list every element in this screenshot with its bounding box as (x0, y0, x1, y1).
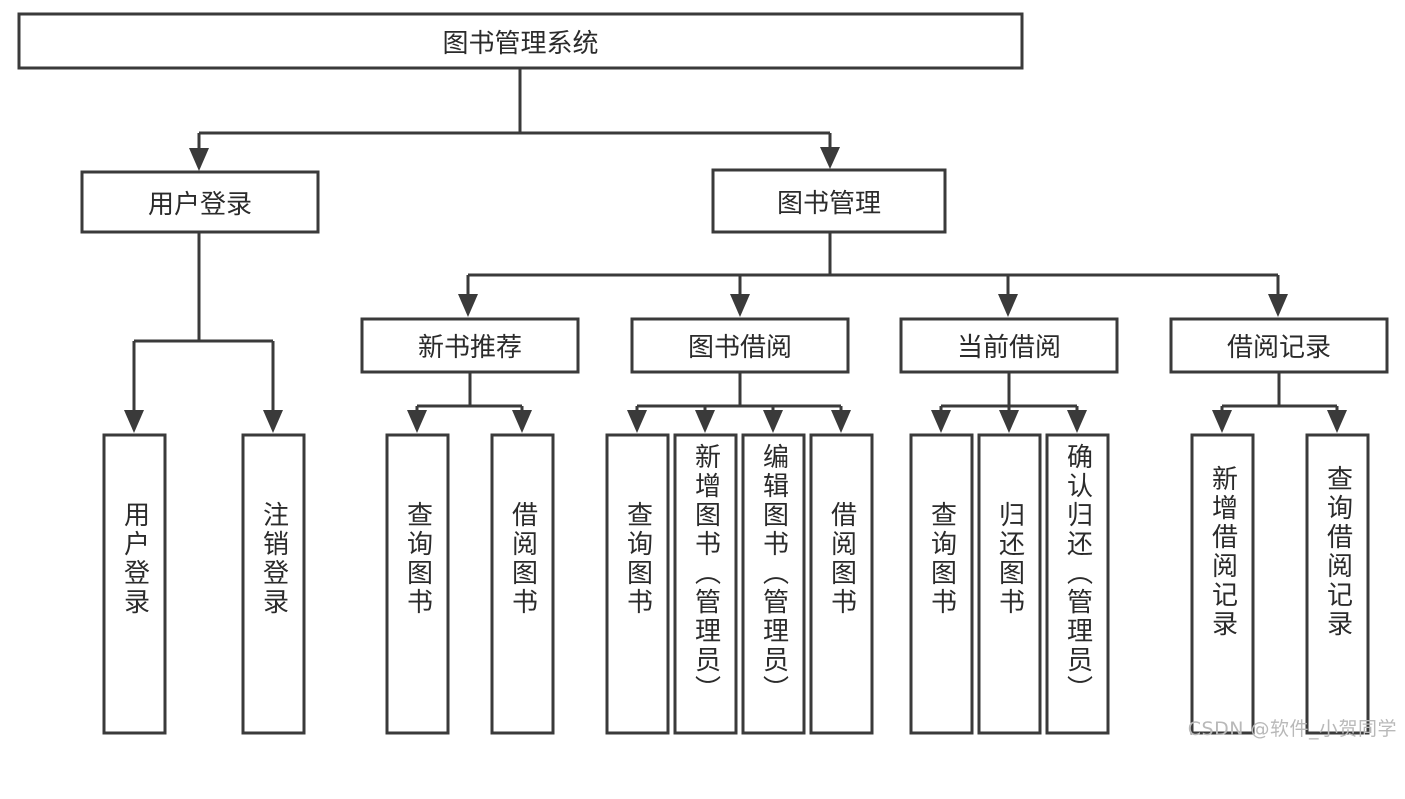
watermark: CSDN @软件_小贺同学 (1187, 718, 1397, 740)
node-box-leaf-query-book-1[interactable] (385, 433, 450, 735)
node-box-leaf-logout-login[interactable] (241, 433, 306, 735)
arrowhead-leaf-borrow-book-1 (512, 410, 532, 433)
arrowhead-leaf-borrow-book-2 (831, 410, 851, 433)
arrowhead-leaf-query-book-2 (627, 410, 647, 433)
node-box-root[interactable] (17, 12, 1024, 70)
node-box-leaf-user-login[interactable] (102, 433, 167, 735)
arrowhead-leaf-query-book-3 (931, 410, 951, 433)
hierarchy-svg (17, 12, 1389, 735)
connector-layer (124, 68, 1347, 433)
node-box-leaf-borrow-book-2[interactable] (809, 433, 874, 735)
arrowhead-leaf-user-login (124, 410, 144, 433)
node-box-book-manage[interactable] (711, 168, 947, 234)
node-box-leaf-add-record[interactable] (1190, 433, 1255, 735)
arrowhead-book-borrow (730, 294, 750, 317)
arrowhead-leaf-return-book (999, 410, 1019, 433)
arrowhead-leaf-add-book (695, 410, 715, 433)
node-box-leaf-borrow-book-1[interactable] (490, 433, 555, 735)
node-box-current-borrow[interactable] (899, 317, 1119, 374)
node-box-leaf-edit-book[interactable] (741, 433, 806, 735)
node-box-leaf-return-book[interactable] (977, 433, 1042, 735)
node-box-leaf-confirm-return[interactable] (1045, 433, 1110, 735)
arrowhead-leaf-query-book-1 (407, 410, 427, 433)
node-box-new-book-rec[interactable] (360, 317, 580, 374)
arrowhead-current-borrow (998, 294, 1018, 317)
arrowhead-leaf-confirm-return (1067, 410, 1087, 433)
arrowhead-borrow-record (1268, 294, 1288, 317)
arrowhead-userlogin (189, 148, 209, 171)
node-box-book-borrow[interactable] (630, 317, 850, 374)
arrowhead-leaf-query-record (1327, 410, 1347, 433)
arrowhead-leaf-add-record (1212, 410, 1232, 433)
arrowhead-new-book-rec (458, 294, 478, 317)
node-box-leaf-add-book[interactable] (673, 433, 738, 735)
node-box-leaf-query-book-3[interactable] (909, 433, 974, 735)
box-layer (17, 12, 1389, 735)
node-box-user-login[interactable] (80, 170, 320, 234)
arrowhead-bookmanage (820, 147, 840, 169)
node-box-leaf-query-record[interactable] (1305, 433, 1370, 735)
arrowhead-leaf-edit-book (763, 410, 783, 433)
node-box-borrow-record[interactable] (1169, 317, 1389, 374)
diagram-canvas: 图书管理系统 用户登录 图书管理 新书推荐 图书借阅 当前借阅 借阅记录 用户登… (17, 12, 1397, 740)
node-box-leaf-query-book-2[interactable] (605, 433, 670, 735)
arrowhead-leaf-logout-login (263, 410, 283, 433)
